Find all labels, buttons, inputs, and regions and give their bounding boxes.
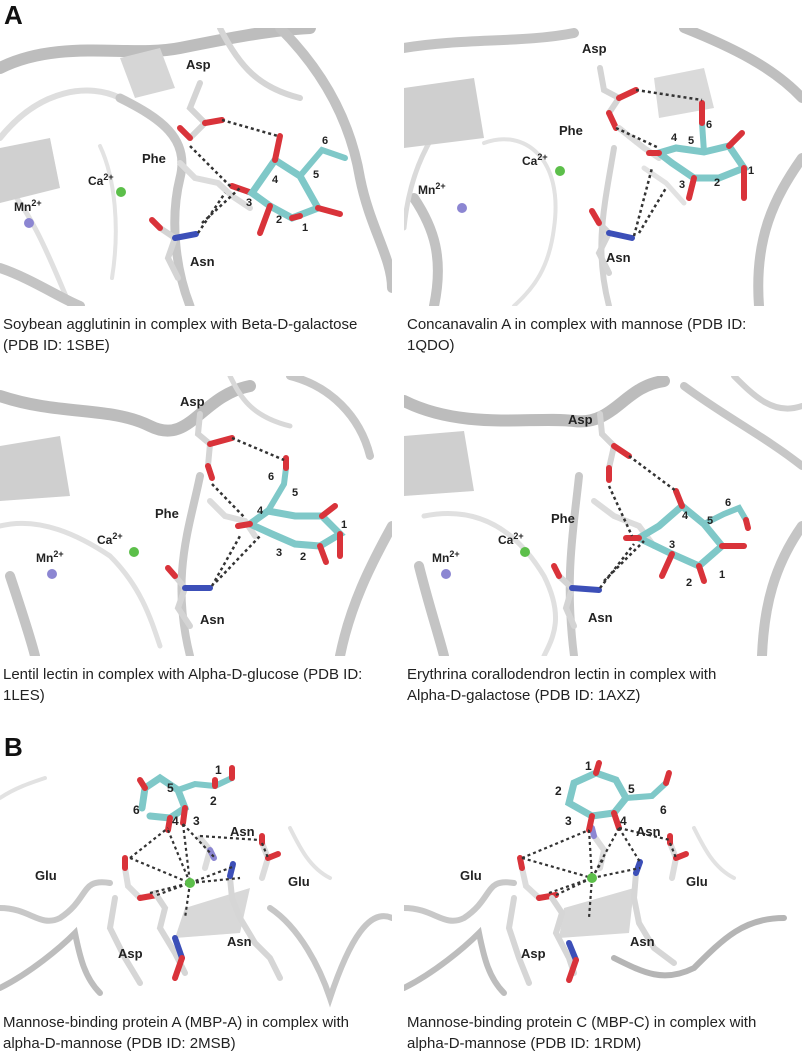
label-phe: Phe — [551, 511, 575, 526]
caption-mbp-c: Mannose-binding protein C (MBP-C) in com… — [407, 1012, 799, 1054]
caption-les-line1: Lentil lectin in complex with Alpha-D-gl… — [3, 666, 363, 683]
ring-number-3: 3 — [679, 179, 685, 191]
label-asn: Asn — [190, 254, 215, 269]
label-glu-right: Glu — [288, 874, 310, 889]
structure-tile-cona: Asp Phe Asn Ca2+ Mn2+ 1 2 3 4 5 6 — [404, 28, 802, 306]
ring-number-5: 5 — [707, 515, 713, 527]
ring-number-1: 1 — [302, 222, 308, 234]
caption-ecorl: Erythrina corallodendron lectin in compl… — [407, 664, 799, 706]
label-asn: Asn — [200, 612, 225, 627]
ring-number-2: 2 — [555, 784, 562, 798]
ring-number-2: 2 — [714, 177, 720, 189]
ring-number-1: 1 — [215, 763, 222, 777]
caption-mbp-c-line1: Mannose-binding protein C (MBP-C) in com… — [407, 1014, 757, 1031]
structure-tile-mbp-c: 1 2 3 4 5 6 Asn Glu Glu Asp Asn — [404, 758, 802, 1008]
ring-number-5: 5 — [628, 782, 635, 796]
ring-number-1: 1 — [748, 165, 754, 177]
label-asn-bottom: Asn — [227, 934, 252, 949]
ring-number-3: 3 — [193, 814, 200, 828]
caption-les-line2: 1LES) — [3, 687, 45, 704]
label-manganese: Mn2+ — [418, 181, 446, 197]
caption-sba: Soybean agglutinin in complex with Beta-… — [3, 314, 395, 356]
ring-number-4: 4 — [671, 132, 678, 144]
ring-number-5: 5 — [292, 487, 298, 499]
label-asn-top: Asn — [636, 824, 661, 839]
caption-mbp-a-line1: Mannose-binding protein A (MBP-A) in com… — [3, 1014, 349, 1031]
ring-number-5: 5 — [688, 135, 694, 147]
caption-ecorl-line2: Alpha-D-galactose (PDB ID: 1AXZ) — [407, 687, 641, 704]
label-asn: Asn — [588, 610, 613, 625]
label-asp: Asp — [568, 412, 593, 427]
ring-number-6: 6 — [725, 497, 731, 509]
caption-cona: Concanavalin A in complex with mannose (… — [407, 314, 799, 356]
ring-number-4: 4 — [257, 505, 264, 517]
structure-tile-sba: Asp Phe Asn Ca2+ Mn2+ 1 2 3 4 5 6 — [0, 28, 392, 306]
label-phe: Phe — [559, 123, 583, 138]
ring-number-2: 2 — [686, 577, 692, 589]
caption-cona-line2: 1QDO) — [407, 337, 455, 354]
label-asn-top: Asn — [230, 824, 255, 839]
ring-number-4: 4 — [272, 174, 279, 186]
ring-number-5: 5 — [313, 169, 319, 181]
ring-number-1: 1 — [341, 519, 347, 531]
label-asn-bottom: Asn — [630, 934, 655, 949]
ring-number-2: 2 — [276, 214, 282, 226]
panel-label-b: B — [4, 732, 23, 762]
label-phe: Phe — [142, 151, 166, 166]
ring-number-6: 6 — [322, 135, 328, 147]
label-asp: Asp — [521, 946, 546, 961]
ring-number-6: 6 — [706, 119, 712, 131]
caption-cona-line1: Concanavalin A in complex with mannose (… — [407, 316, 747, 333]
label-asp: Asp — [118, 946, 143, 961]
ring-number-6: 6 — [660, 803, 667, 817]
caption-ecorl-line1: Erythrina corallodendron lectin in compl… — [407, 666, 717, 683]
ring-number-2: 2 — [300, 551, 306, 563]
label-asp: Asp — [186, 57, 211, 72]
label-asp: Asp — [180, 394, 205, 409]
caption-sba-line2: (PDB ID: 1SBE) — [3, 337, 110, 354]
label-calcium: Ca2+ — [88, 172, 114, 188]
ring-number-1: 1 — [585, 759, 592, 773]
label-asp: Asp — [582, 41, 607, 56]
structure-tile-mbp-a: 1 2 3 4 5 6 Asn Glu Glu Asp Asn — [0, 758, 392, 1008]
ring-number-3: 3 — [246, 197, 252, 209]
ring-number-3: 3 — [565, 814, 572, 828]
ring-number-5: 5 — [167, 781, 174, 795]
label-asn: Asn — [606, 250, 631, 265]
label-calcium: Ca2+ — [498, 531, 524, 547]
label-calcium: Ca2+ — [97, 531, 123, 547]
ring-number-6: 6 — [133, 803, 140, 817]
ring-number-4: 4 — [620, 814, 627, 828]
label-glu-left: Glu — [460, 868, 482, 883]
caption-sba-line1: Soybean agglutinin in complex with Beta-… — [3, 316, 358, 333]
label-glu-left: Glu — [35, 868, 57, 883]
label-manganese: Mn2+ — [432, 549, 460, 565]
ring-number-2: 2 — [210, 794, 217, 808]
caption-les: Lentil lectin in complex with Alpha-D-gl… — [3, 664, 395, 706]
label-phe: Phe — [155, 506, 179, 521]
structure-tile-ecorl: Asp Phe Asn Ca2+ Mn2+ 1 2 3 4 5 6 — [404, 376, 802, 656]
ring-number-3: 3 — [669, 539, 675, 551]
caption-mbp-a-line2: alpha-D-mannose (PDB ID: 2MSB) — [3, 1035, 236, 1052]
ring-number-1: 1 — [719, 569, 725, 581]
ring-number-4: 4 — [172, 814, 179, 828]
ring-number-3: 3 — [276, 547, 282, 559]
label-manganese: Mn2+ — [14, 198, 42, 214]
panel-label-a: A — [4, 0, 23, 30]
label-glu-right: Glu — [686, 874, 708, 889]
label-calcium: Ca2+ — [522, 152, 548, 168]
ring-number-6: 6 — [268, 471, 274, 483]
caption-mbp-c-line2: alpha-D-mannose (PDB ID: 1RDM) — [407, 1035, 642, 1052]
label-manganese: Mn2+ — [36, 549, 64, 565]
caption-mbp-a: Mannose-binding protein A (MBP-A) in com… — [3, 1012, 395, 1054]
ring-number-4: 4 — [682, 510, 689, 522]
structure-tile-les: Asp Phe Asn Ca2+ Mn2+ 1 2 3 4 5 6 — [0, 376, 392, 656]
